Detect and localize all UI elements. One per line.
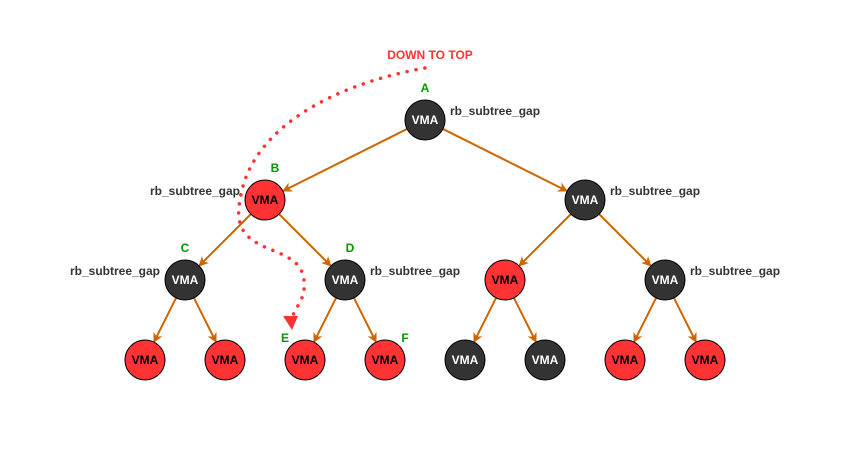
- rb-subtree-gap-label: rb_subtree_gap: [370, 264, 460, 278]
- vma-node-circle: [124, 339, 166, 381]
- vma-node-black: VMA Drb_subtree_gap: [324, 241, 460, 301]
- traversal-arrowhead-icon: [283, 316, 298, 330]
- tree-edge-arrow: [513, 297, 537, 344]
- tree-edge-arrow: [353, 297, 377, 344]
- vma-node-label: VMA: [292, 353, 319, 367]
- vma-node-label: VMA: [532, 353, 559, 367]
- vma-node-black: VMA Arb_subtree_gap: [404, 81, 540, 141]
- vma-node-circle: [244, 179, 286, 221]
- tree-edge-arrow: [473, 297, 497, 344]
- vma-node-circle: [164, 259, 206, 301]
- vma-node-black: VMA rb_subtree_gap: [644, 259, 780, 301]
- node-letter-label: D: [346, 241, 355, 255]
- tree-edge-arrow: [153, 297, 177, 344]
- vma-node-label: VMA: [332, 273, 359, 287]
- vma-node-circle: [204, 339, 246, 381]
- vma-node-label: VMA: [572, 193, 599, 207]
- vma-node-red: VMA Brb_subtree_gap: [150, 161, 286, 221]
- tree-edge-arrow: [281, 128, 408, 192]
- rb-subtree-gap-label: rb_subtree_gap: [150, 184, 240, 198]
- vma-node-label: VMA: [212, 353, 239, 367]
- tree-edge-arrow: [198, 213, 252, 267]
- tree-edge-arrow: [673, 297, 697, 344]
- tree-edge-arrow: [313, 297, 337, 344]
- vma-node-red: VMA: [204, 339, 246, 381]
- rb-subtree-gap-label: rb_subtree_gap: [70, 264, 160, 278]
- node-letter-label: F: [401, 331, 408, 345]
- vma-node-label: VMA: [172, 273, 199, 287]
- tree-edge-arrow: [442, 128, 569, 192]
- vma-node-label: VMA: [412, 113, 439, 127]
- vma-node-circle: [324, 259, 366, 301]
- vma-node-black: VMA rb_subtree_gap: [564, 179, 700, 221]
- vma-node-black: VMA: [524, 339, 566, 381]
- node-letter-label: A: [421, 81, 430, 95]
- vma-node-black: VMA: [444, 339, 486, 381]
- tree-edge-arrow: [278, 213, 332, 267]
- vma-node-label: VMA: [252, 193, 279, 207]
- vma-node-label: VMA: [652, 273, 679, 287]
- vma-node-red: VMA: [684, 339, 726, 381]
- traversal-path-layer: [236, 66, 427, 330]
- vma-node-red: VMA: [484, 259, 526, 301]
- vma-node-red: VMA: [124, 339, 166, 381]
- vma-node-label: VMA: [452, 353, 479, 367]
- rb-subtree-gap-label: rb_subtree_gap: [450, 104, 540, 118]
- traversal-dotted-path: [236, 66, 427, 320]
- tree-edge-arrow: [193, 297, 217, 344]
- node-letter-label: B: [271, 161, 280, 175]
- rb-subtree-gap-label: rb_subtree_gap: [690, 264, 780, 278]
- vma-node-label: VMA: [492, 273, 519, 287]
- vma-node-label: VMA: [132, 353, 159, 367]
- node-letter-label: E: [281, 331, 289, 345]
- vma-node-circle: [284, 339, 326, 381]
- tree-edge-arrow: [518, 213, 572, 267]
- node-letter-label: C: [181, 241, 190, 255]
- vma-node-circle: [444, 339, 486, 381]
- vma-node-circle: [484, 259, 526, 301]
- rb-subtree-gap-label: rb_subtree_gap: [610, 184, 700, 198]
- vma-node-circle: [684, 339, 726, 381]
- nodes-layer: VMAArb_subtree_gapVMABrb_subtree_gapVMAr…: [70, 81, 780, 381]
- vma-node-circle: [364, 339, 406, 381]
- vma-node-label: VMA: [372, 353, 399, 367]
- diagram-title: DOWN TO TOP: [387, 48, 473, 62]
- vma-node-label: VMA: [612, 353, 639, 367]
- vma-node-black: VMA Crb_subtree_gap: [70, 241, 206, 301]
- vma-node-circle: [564, 179, 606, 221]
- vma-node-circle: [524, 339, 566, 381]
- edges-layer: [153, 128, 697, 344]
- tree-edge-arrow: [598, 213, 652, 267]
- vma-node-circle: [604, 339, 646, 381]
- vma-node-red: VMA: [604, 339, 646, 381]
- vma-node-label: VMA: [692, 353, 719, 367]
- vma-node-circle: [404, 99, 446, 141]
- vma-node-circle: [644, 259, 686, 301]
- tree-edge-arrow: [633, 297, 657, 344]
